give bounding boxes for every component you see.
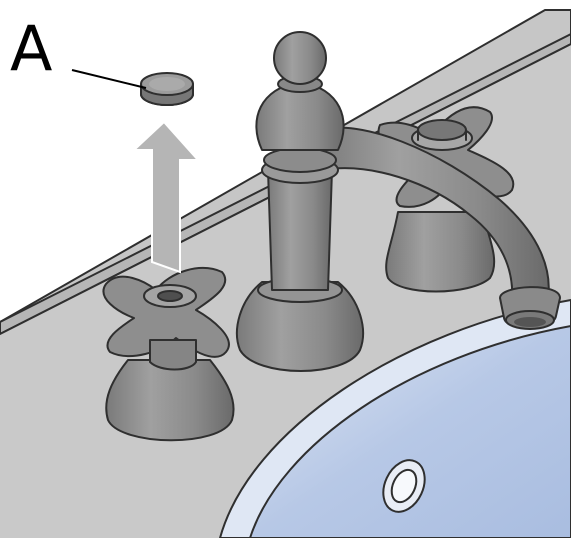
faucet-finial	[273, 31, 327, 85]
handle-screw-hole	[157, 290, 183, 302]
sink-basin	[219, 299, 571, 538]
faucet-spout	[317, 126, 561, 330]
callout-label-a: A	[10, 12, 52, 85]
decorative-cap-icon	[140, 72, 194, 106]
lift-arrow-icon	[131, 120, 201, 274]
left-cross-handle	[102, 267, 235, 442]
left-handle-arms	[102, 267, 230, 358]
faucet-body	[236, 31, 364, 372]
callout-leader-line	[71, 69, 147, 89]
overflow-drain-icon	[382, 459, 426, 513]
faucet-base	[236, 281, 364, 372]
faucet-column	[267, 169, 333, 291]
left-handle-base	[105, 359, 235, 442]
right-handle-base	[385, 211, 496, 293]
right-cross-handle	[377, 106, 515, 293]
basin-bowl	[249, 325, 571, 538]
